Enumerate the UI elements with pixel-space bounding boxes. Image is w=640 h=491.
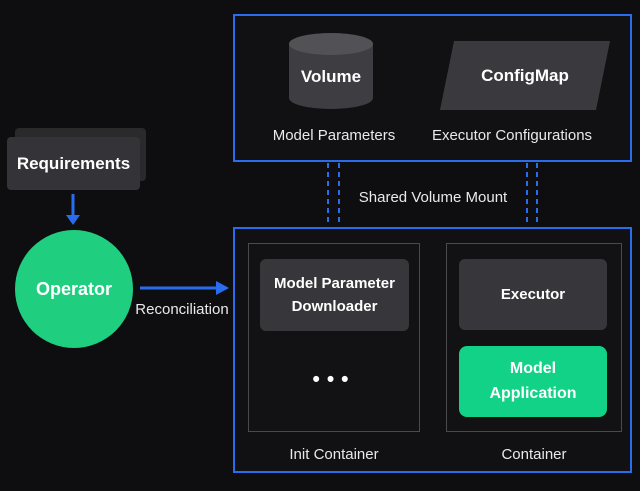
configmap-shape-label: ConfigMap	[481, 65, 569, 85]
pod-panel	[233, 227, 632, 473]
requirements-card: Requirements	[7, 137, 140, 190]
container-caption: Container	[501, 446, 567, 463]
container-box	[446, 243, 622, 432]
volume-shape-label: Volume	[300, 67, 362, 86]
executor-box: Executor	[459, 259, 607, 330]
dashed-connector-right-b	[536, 163, 538, 226]
reconciliation-label: Reconciliation	[135, 301, 229, 318]
operator-circle: Operator	[15, 230, 133, 348]
model-application-box: Model Application	[459, 346, 607, 417]
dashed-connector-right-a	[526, 163, 528, 226]
arrow-requirements-to-operator	[66, 194, 80, 225]
init-container-box	[248, 243, 420, 432]
storage-panel	[233, 14, 632, 162]
arrow-operator-to-pod	[140, 281, 229, 295]
executor-configurations-caption: Executor Configurations	[431, 127, 593, 144]
ellipsis-dots: •••	[312, 368, 356, 391]
init-container-caption: Init Container	[289, 446, 379, 463]
volume-cylinder-icon: Volume	[289, 33, 373, 111]
dashed-connector-left-a	[327, 163, 329, 226]
model-parameter-downloader-box: Model Parameter Downloader	[260, 259, 409, 331]
shared-volume-mount-label: Shared Volume Mount	[358, 189, 508, 206]
model-parameters-caption: Model Parameters	[272, 127, 396, 144]
dashed-connector-left-b	[338, 163, 340, 226]
